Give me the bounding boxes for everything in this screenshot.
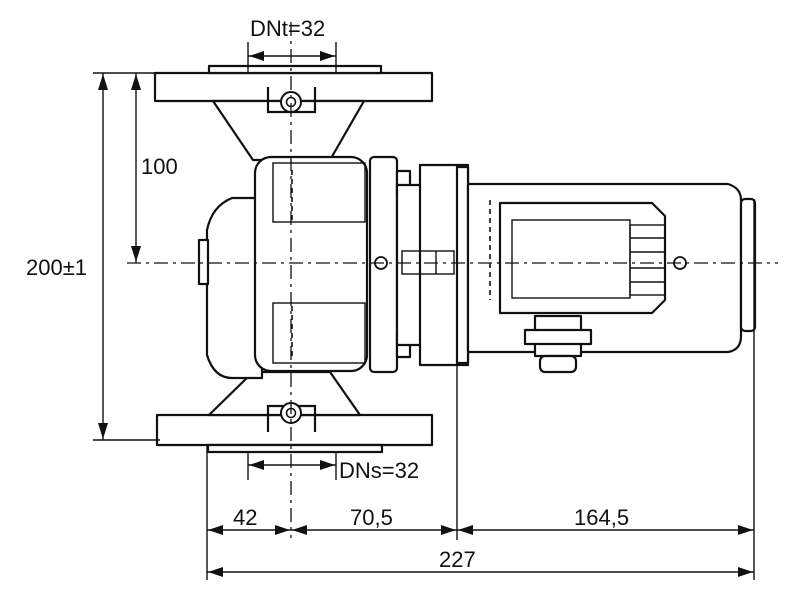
volute-housing: [205, 196, 264, 380]
terminal-box: [498, 201, 667, 315]
d227-arrow-left: [208, 567, 223, 577]
pump-casing: [253, 155, 369, 373]
d70-arrow-left: [292, 525, 307, 535]
dim-42-label: 42: [233, 505, 257, 530]
h100-arrow-bottom: [131, 246, 141, 262]
centre-lines: [127, 22, 778, 538]
terminal-box-vent: [629, 224, 666, 296]
height-half-label: 100: [141, 154, 178, 179]
d70-arrow-right: [441, 525, 456, 535]
top-flange-lip: [207, 64, 383, 75]
h200-arrow-top: [98, 74, 108, 90]
dn-side-label: DNs=32: [339, 458, 419, 483]
dnt-arrow-left: [249, 51, 264, 61]
dnt-arrow-right: [320, 51, 335, 61]
h100-arrow-top: [131, 74, 141, 90]
cable-gland-tip: [538, 354, 578, 374]
d42-arrow-right: [275, 525, 290, 535]
d164-arrow-left: [458, 525, 473, 535]
motor-end-cap: [739, 197, 757, 333]
volute-nub: [197, 238, 210, 286]
dimension-labels: DNt=32 DNs=32 200±1 100 42 70,5 164,5 22…: [26, 16, 629, 572]
d164-arrow-right: [738, 525, 753, 535]
bottom-flange-lip: [206, 443, 384, 454]
dim-164-5-label: 164,5: [574, 505, 629, 530]
dimension-lines: [93, 42, 755, 580]
lantern-housing: [395, 183, 424, 347]
casing-inner-bottom: [272, 302, 366, 364]
dns-arrow-right: [320, 460, 335, 470]
h200-arrow-bottom: [98, 423, 108, 439]
d42-arrow-left: [208, 525, 223, 535]
dns-arrow-left: [249, 460, 264, 470]
pump-outline: [153, 64, 757, 454]
dim-227-label: 227: [439, 547, 476, 572]
motor-flange-lip: [455, 165, 470, 365]
dim-70-5-label: 70,5: [350, 505, 393, 530]
cable-gland-nut: [523, 328, 593, 346]
dn-top-label: DNt=32: [250, 16, 325, 41]
d227-arrow-right: [738, 567, 753, 577]
casing-inner-top: [272, 162, 366, 223]
height-total-label: 200±1: [26, 255, 87, 280]
